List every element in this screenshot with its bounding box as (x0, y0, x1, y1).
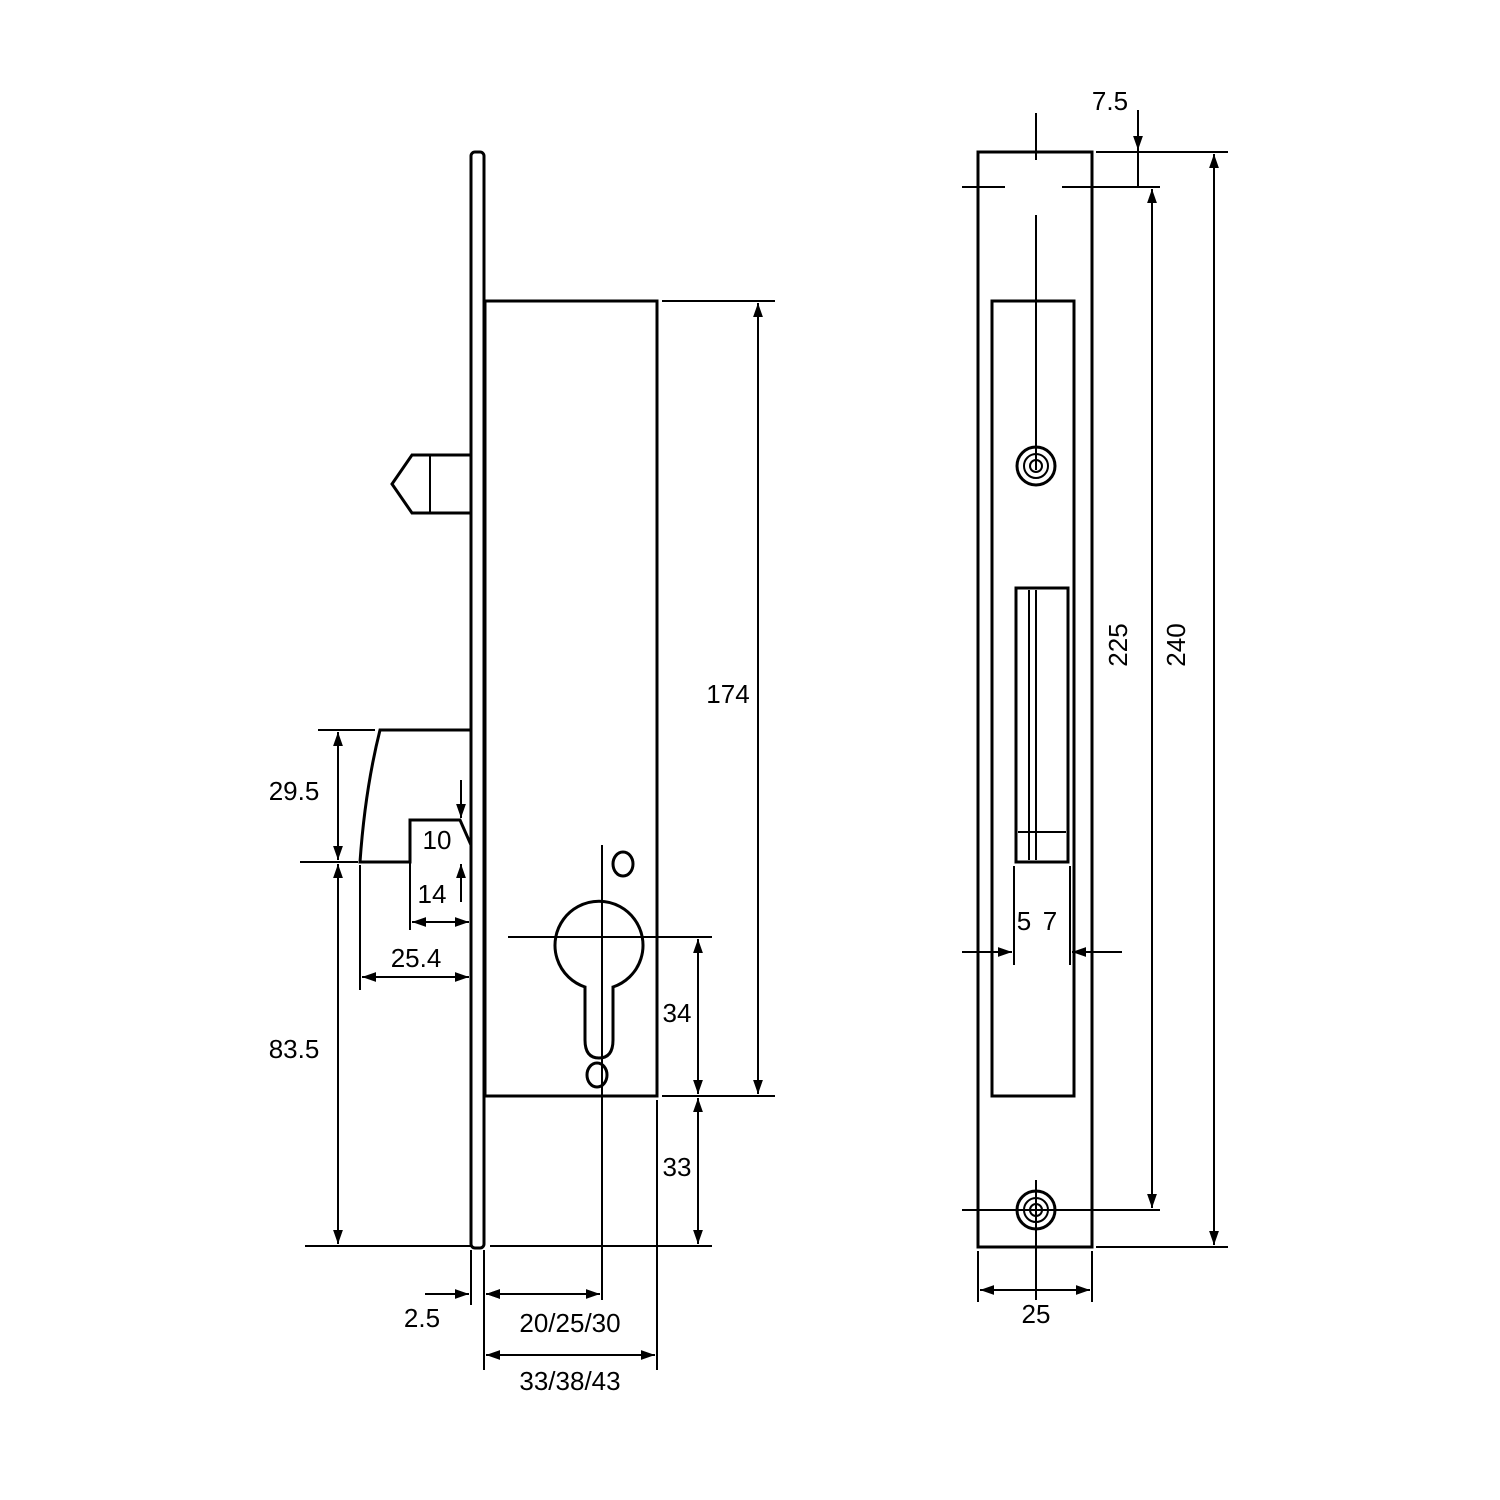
dim-case-depth: 33/38/43 (519, 1366, 620, 1396)
dim-latch-step: 10 (423, 825, 452, 855)
dim-screw-spacing: 225 (1103, 623, 1133, 666)
dim-cylinder-span: 34 (663, 998, 692, 1028)
dim-body-height: 174 (706, 679, 749, 709)
front-view: 7.5 225 240 5 7 25 (962, 86, 1228, 1329)
dim-faceplate-thickness: 2.5 (404, 1303, 440, 1333)
side-faceplate (469, 150, 486, 1250)
dim-latch-to-bottom: 83.5 (269, 1034, 320, 1064)
dim-latch-gap: 14 (418, 879, 447, 909)
cylinder-keyhole (553, 899, 645, 1060)
side-view: 174 34 33 29.5 83.5 10 14 25.4 2.5 20/25… (269, 150, 775, 1396)
dim-cylinder-to-bottom: 33 (663, 1152, 692, 1182)
latch-bolt (358, 728, 473, 864)
lock-case-body (483, 299, 659, 1098)
dim-latch-projection: 25.4 (391, 943, 442, 973)
dim-faceplate-length: 240 (1161, 623, 1191, 666)
dim-screw-offset: 7.5 (1092, 86, 1128, 116)
dim-faceplate-width: 25 (1022, 1299, 1051, 1329)
deadbolt (390, 453, 471, 515)
dim-backset: 20/25/30 (519, 1308, 620, 1338)
follower-hole-top (611, 850, 635, 878)
follower-hole-bottom (585, 1061, 609, 1089)
dim-slot-a: 5 (1017, 906, 1031, 936)
dim-slot-b: 7 (1043, 906, 1057, 936)
dim-latch-height: 29.5 (269, 776, 320, 806)
front-case-outline (990, 299, 1076, 1098)
latch-slot (1014, 586, 1070, 864)
